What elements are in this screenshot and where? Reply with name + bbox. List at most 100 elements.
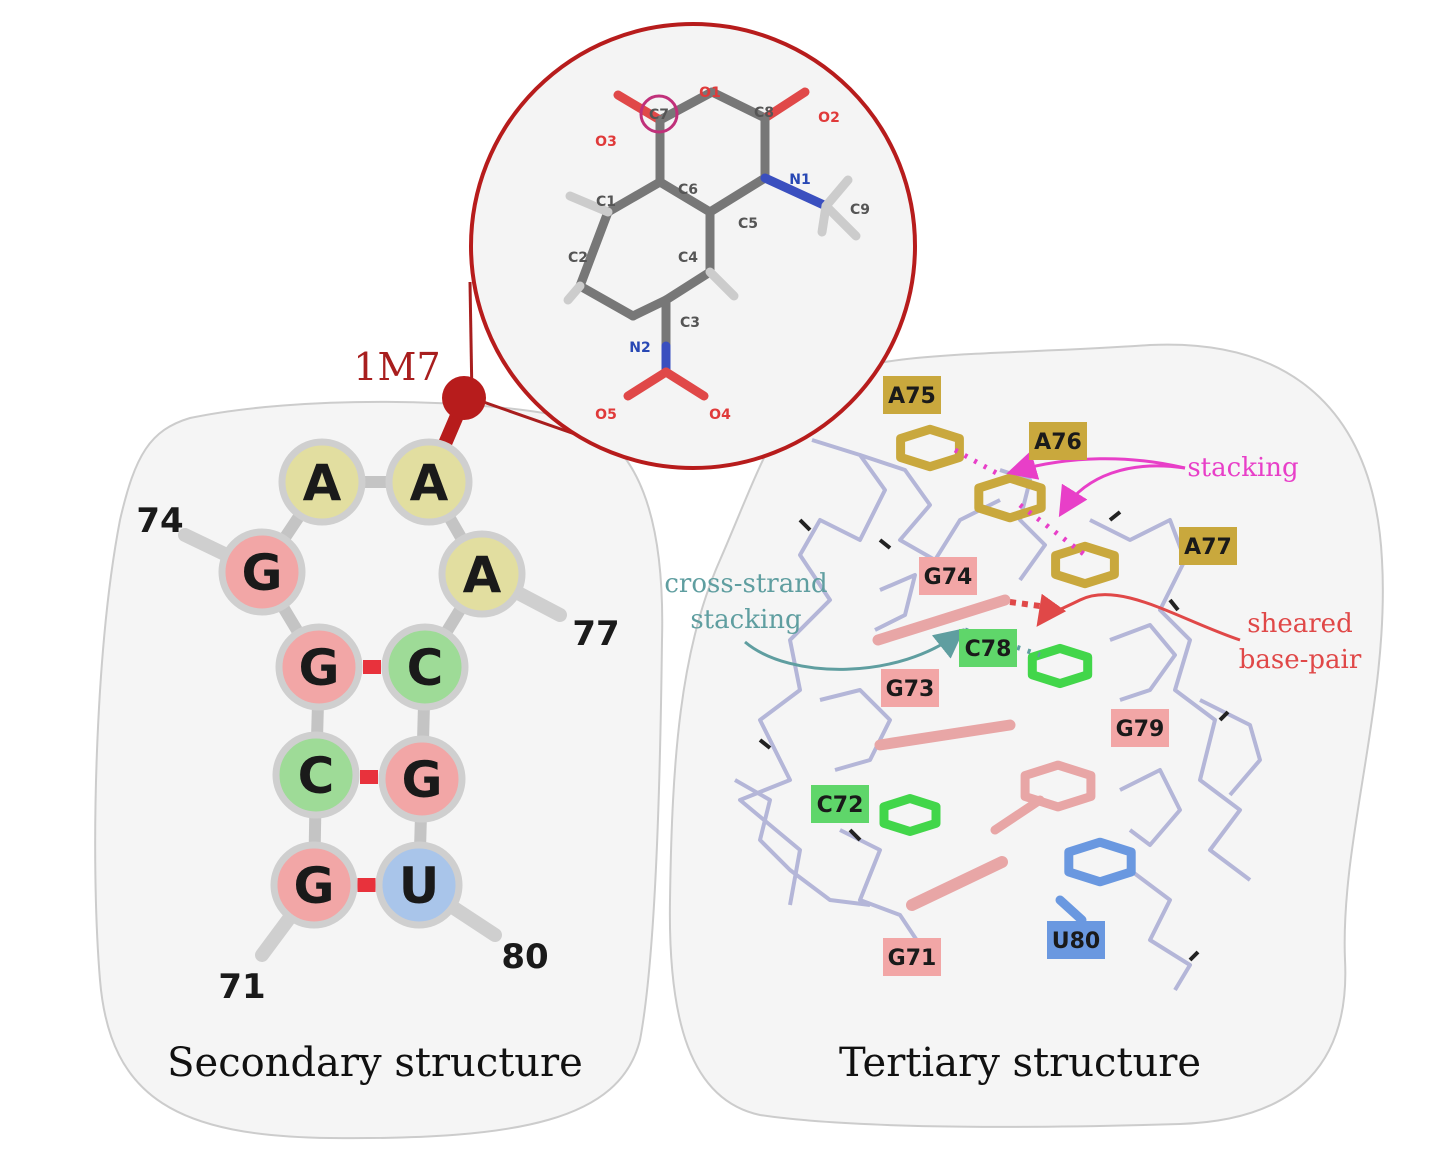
nucleotide-71 xyxy=(270,841,358,929)
residue-label-box xyxy=(1047,921,1105,959)
nucleotide-base-71: G xyxy=(293,857,334,915)
end-label-74: 74 xyxy=(136,501,183,541)
molecule-bond xyxy=(655,87,717,125)
nucleotide-77 xyxy=(438,530,526,618)
residue-label-g71: G71 xyxy=(883,938,941,976)
residue-label-box xyxy=(883,938,941,976)
backbone-stick xyxy=(874,573,917,632)
residue-label-a77: A77 xyxy=(1179,527,1237,565)
atom-stick xyxy=(1168,598,1180,612)
cross-stacking-arrow xyxy=(744,628,965,671)
residue-label-box xyxy=(1179,527,1237,565)
residue-label-text: G79 xyxy=(1116,717,1165,742)
base-pair-mark xyxy=(357,878,376,892)
molecule-zoom-circle xyxy=(469,22,917,470)
annotation-stacking: stacking xyxy=(1187,453,1298,483)
molecule-bond xyxy=(603,177,665,217)
atom-stick xyxy=(878,538,892,550)
atom-stick xyxy=(758,738,772,750)
atom-label-c3: C3 xyxy=(680,315,700,331)
molecule-bond xyxy=(821,175,853,211)
base-ring-a77 xyxy=(1051,541,1119,589)
base-pair-mark xyxy=(363,660,381,674)
annotation-cross-strand: cross-strand xyxy=(664,569,827,599)
residue-label-text: A76 xyxy=(1034,430,1082,455)
nucleotide-base-77: A xyxy=(463,546,502,604)
nucleotide-base-72: C xyxy=(298,747,335,805)
atom-label-o4: O4 xyxy=(709,407,731,423)
nucleotide-base-76: A xyxy=(410,454,449,512)
molecule-bond xyxy=(707,87,770,123)
atom-label-c5: C5 xyxy=(738,216,758,232)
atom-label-o1: O1 xyxy=(699,85,721,101)
residue-label-box xyxy=(883,376,941,414)
nucleotide-80 xyxy=(375,841,463,929)
end-label-80: 80 xyxy=(501,937,548,977)
nucleotide-78 xyxy=(381,623,469,711)
nucleotide-base-74: G xyxy=(241,544,282,602)
atom-label-c9: C9 xyxy=(850,202,870,218)
atom-stick xyxy=(798,518,812,532)
residue-label-text: C72 xyxy=(817,793,864,818)
backbone-stick xyxy=(819,688,892,772)
residue-label-a76: A76 xyxy=(1029,422,1087,460)
nucleotide-72 xyxy=(272,731,360,819)
residue-label-text: A77 xyxy=(1184,535,1232,560)
nucleotide-base-78: C xyxy=(407,639,444,697)
atom-label-c1: C1 xyxy=(596,194,616,210)
atom-label-o3: O3 xyxy=(595,134,617,150)
molecule-bond xyxy=(623,367,671,401)
stacking-dots-2 xyxy=(1018,503,1087,557)
annotation-cross-stacking: stacking xyxy=(690,605,801,635)
nucleotide-73 xyxy=(275,623,363,711)
end-label-71: 71 xyxy=(218,967,265,1007)
nucleotide-base-79: G xyxy=(401,751,442,809)
atom-stick xyxy=(848,828,862,842)
atom-stick xyxy=(1218,710,1230,722)
residue-label-box xyxy=(1029,422,1087,460)
atom-label-o5: O5 xyxy=(595,407,617,423)
molecule-bond xyxy=(821,201,861,241)
residue-label-c72: C72 xyxy=(811,785,869,823)
residue-label-g74: G74 xyxy=(919,557,977,595)
molecule-bond xyxy=(575,281,638,321)
backbone-stick xyxy=(734,778,871,907)
residue-label-text: G71 xyxy=(888,946,937,971)
atom-label-c6: C6 xyxy=(678,182,698,198)
residue-label-text: U80 xyxy=(1052,929,1100,954)
base-g73 xyxy=(874,719,1016,751)
residue-label-text: C78 xyxy=(965,637,1012,662)
base-ring-c72 xyxy=(879,794,941,836)
residue-label-text: A75 xyxy=(888,384,936,409)
molecule-bond xyxy=(628,295,671,321)
molecule-bond xyxy=(563,281,585,305)
residue-label-u80: U80 xyxy=(1047,921,1105,959)
residue-label-g73: G73 xyxy=(881,669,939,707)
secondary-caption: Secondary structure xyxy=(167,1040,583,1086)
backbone-stick xyxy=(1119,768,1182,847)
atom-label-c2: C2 xyxy=(568,250,588,266)
residue-label-box xyxy=(881,669,939,707)
base-g74 xyxy=(872,594,1011,646)
residue-label-box xyxy=(1111,709,1169,747)
base-ring-g79 xyxy=(1020,760,1096,812)
residue-label-a75: A75 xyxy=(883,376,941,414)
nucleotide-79 xyxy=(378,735,466,823)
stacking-arrow-1 xyxy=(1006,450,1186,480)
molecule-bond xyxy=(661,367,709,401)
backbone-stick xyxy=(1089,518,1252,882)
residue-label-c78: C78 xyxy=(959,629,1017,667)
base-u80-link xyxy=(1055,895,1087,925)
base-ring-a76 xyxy=(974,473,1046,523)
residue-label-box xyxy=(919,557,977,595)
base-g71 xyxy=(906,856,1008,911)
sheared-arrow xyxy=(1036,593,1241,642)
nucleotide-base-75: A xyxy=(303,454,342,512)
backbone-stick xyxy=(839,828,932,962)
molecule-bond xyxy=(760,87,810,123)
base-pair-mark xyxy=(360,770,378,784)
atom-stick xyxy=(1188,950,1200,962)
